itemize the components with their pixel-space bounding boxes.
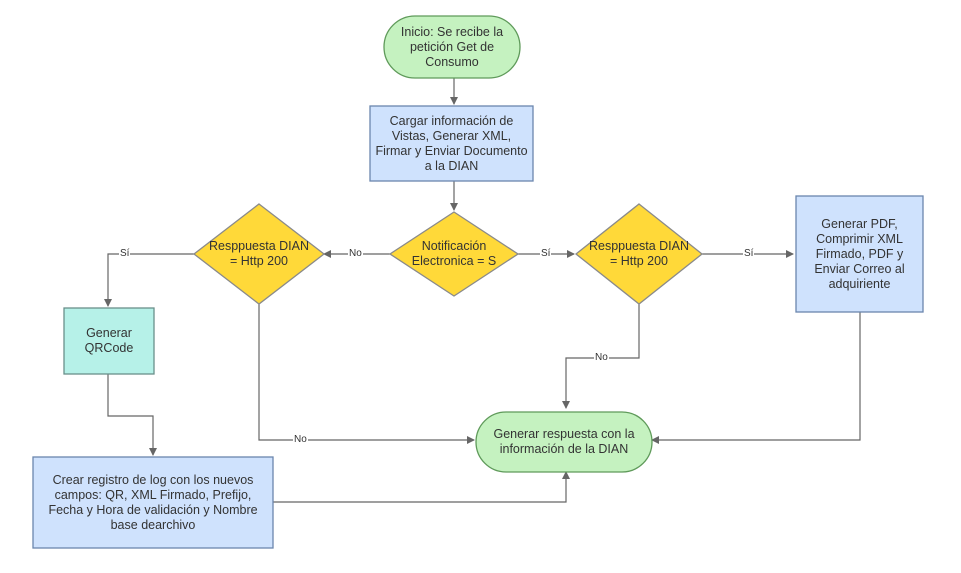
left-response-decision-node: Resppuesta DIAN = Http 200	[205, 230, 313, 278]
edge-label-right-si: Sí	[743, 248, 755, 259]
right-response-decision-text: Resppuesta DIAN = Http 200	[588, 239, 690, 268]
end-terminal-shape	[475, 411, 653, 473]
pdf-process-node: Generar PDF, Comprimir XML Firmado, PDF …	[800, 200, 919, 308]
notification-decision-shape	[388, 211, 520, 297]
log-process-text: Crear registro de log con los nuevos cam…	[48, 472, 258, 532]
edge-label-right-no: No	[594, 352, 609, 363]
edge-label-left-no: No	[293, 434, 308, 445]
load-process-node: Cargar información de Vistas, Generar XM…	[374, 108, 529, 179]
edge-left-si	[104, 253, 194, 307]
right-response-decision-shape	[574, 203, 704, 305]
load-process-shape	[369, 105, 534, 182]
qr-process-shape	[63, 307, 155, 375]
edge-label-notification-si: Sí	[540, 248, 552, 259]
edge-log-to-end	[273, 471, 570, 503]
load-process-text: Cargar información de Vistas, Generar XM…	[375, 113, 528, 173]
start-node: Inicio: Se recibe la petición Get de Con…	[388, 20, 516, 74]
pdf-process-text: Generar PDF, Comprimir XML Firmado, PDF …	[814, 216, 905, 291]
notification-decision-text: Notificación Electronica = S	[411, 239, 497, 268]
log-process-node: Crear registro de log con los nuevos cam…	[39, 460, 267, 545]
right-response-decision-node: Resppuesta DIAN = Http 200	[585, 230, 693, 278]
start-node-text: Inicio: Se recibe la petición Get de Con…	[400, 24, 504, 69]
edge-label-left-si: Sí	[119, 248, 131, 259]
edge-pdf-to-end	[651, 312, 861, 444]
edge-label-notification-no: No	[348, 248, 363, 259]
end-node: Generar respuesta con la información de …	[484, 414, 644, 470]
pdf-process-shape	[795, 195, 924, 313]
qr-process-text: Generar QRCode	[84, 326, 134, 355]
qr-process-node: Generar QRCode	[66, 310, 152, 372]
notification-decision-node: Notificación Electronica = S	[400, 230, 508, 278]
left-response-decision-shape	[192, 203, 326, 305]
edge-left-no	[258, 304, 475, 444]
left-response-decision-text: Resppuesta DIAN = Http 200	[208, 239, 310, 268]
edge-qr-to-log	[107, 374, 157, 456]
log-process-shape	[32, 456, 274, 549]
end-node-text: Generar respuesta con la información de …	[493, 427, 635, 456]
start-terminal-shape	[383, 15, 521, 79]
